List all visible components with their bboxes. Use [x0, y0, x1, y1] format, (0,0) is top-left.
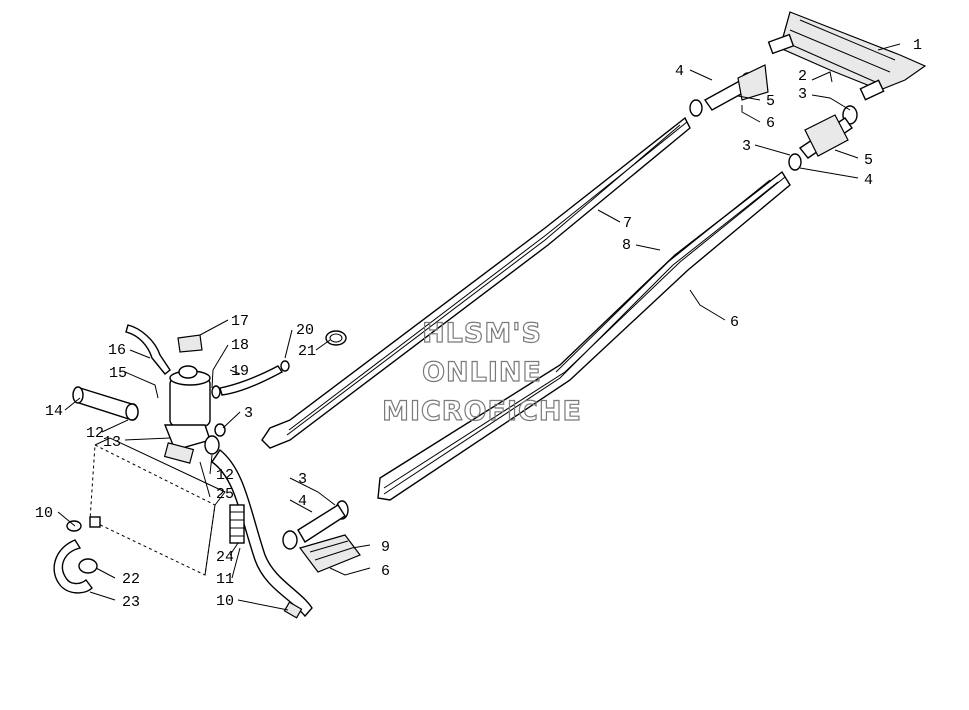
callout-21: 21 — [298, 343, 316, 360]
hose-23 — [53, 520, 98, 594]
lower-coupler-hose — [282, 500, 349, 550]
callout-5: 5 — [766, 93, 775, 110]
callout-20: 20 — [296, 322, 314, 339]
tube-guard — [298, 534, 361, 573]
callout-15: 15 — [109, 365, 127, 382]
callout-22: 22 — [122, 571, 140, 588]
coolant-bottle — [163, 334, 211, 464]
spring-24 — [229, 504, 245, 544]
callout-6: 6 — [381, 563, 390, 580]
right-coupler-hose — [788, 105, 858, 171]
callout-9: 9 — [381, 539, 390, 556]
watermark: HLSM'S ONLINE MICROFICHE — [381, 317, 582, 427]
callout-3: 3 — [798, 86, 807, 103]
callout-17: 17 — [231, 313, 249, 330]
callout-16: 16 — [108, 342, 126, 359]
hose-16 — [125, 324, 171, 375]
watermark-line-1: HLSM'S — [422, 318, 542, 349]
hose-19 — [211, 360, 290, 399]
callout-8: 8 — [622, 237, 631, 254]
callout-12: 12 — [216, 467, 234, 484]
callout-3: 3 — [298, 471, 307, 488]
callout-13: 13 — [103, 434, 121, 451]
callout-14: 14 — [45, 403, 63, 420]
watermark-line-2: ONLINE — [422, 357, 542, 388]
watermark-line-3: MICROFICHE — [382, 396, 582, 427]
callout-6: 6 — [766, 115, 775, 132]
clamp-20 — [325, 330, 347, 346]
callout-2: 2 — [798, 68, 807, 85]
callout-10: 10 — [216, 593, 234, 610]
callout-12: 12 — [86, 425, 104, 442]
callout-7: 7 — [623, 215, 632, 232]
cooling-tube-7 — [261, 116, 691, 449]
callout-19: 19 — [231, 363, 249, 380]
cooling-tube-8 — [377, 170, 791, 501]
callout-5: 5 — [864, 152, 873, 169]
callout-4: 4 — [864, 172, 873, 189]
fuel-tank — [89, 437, 226, 576]
callout-1: 1 — [913, 37, 922, 54]
heat-exchanger — [767, 11, 927, 101]
callout-23: 23 — [122, 594, 140, 611]
callout-labels: 1 2 3 3 3 3 4 4 4 5 5 6 6 6 7 8 9 10 10 … — [35, 37, 922, 611]
callout-3: 3 — [742, 138, 751, 155]
callout-18: 18 — [231, 337, 249, 354]
callout-24: 24 — [216, 549, 234, 566]
clamps-12 — [125, 403, 226, 455]
upper-coupler-hose — [689, 64, 769, 117]
callout-4: 4 — [298, 493, 307, 510]
callout-10: 10 — [35, 505, 53, 522]
callout-3: 3 — [244, 405, 253, 422]
callout-4: 4 — [675, 63, 684, 80]
callout-11: 11 — [216, 571, 234, 588]
leader-lines — [57, 43, 901, 611]
callout-6: 6 — [730, 314, 739, 331]
callout-25: 25 — [216, 486, 234, 503]
